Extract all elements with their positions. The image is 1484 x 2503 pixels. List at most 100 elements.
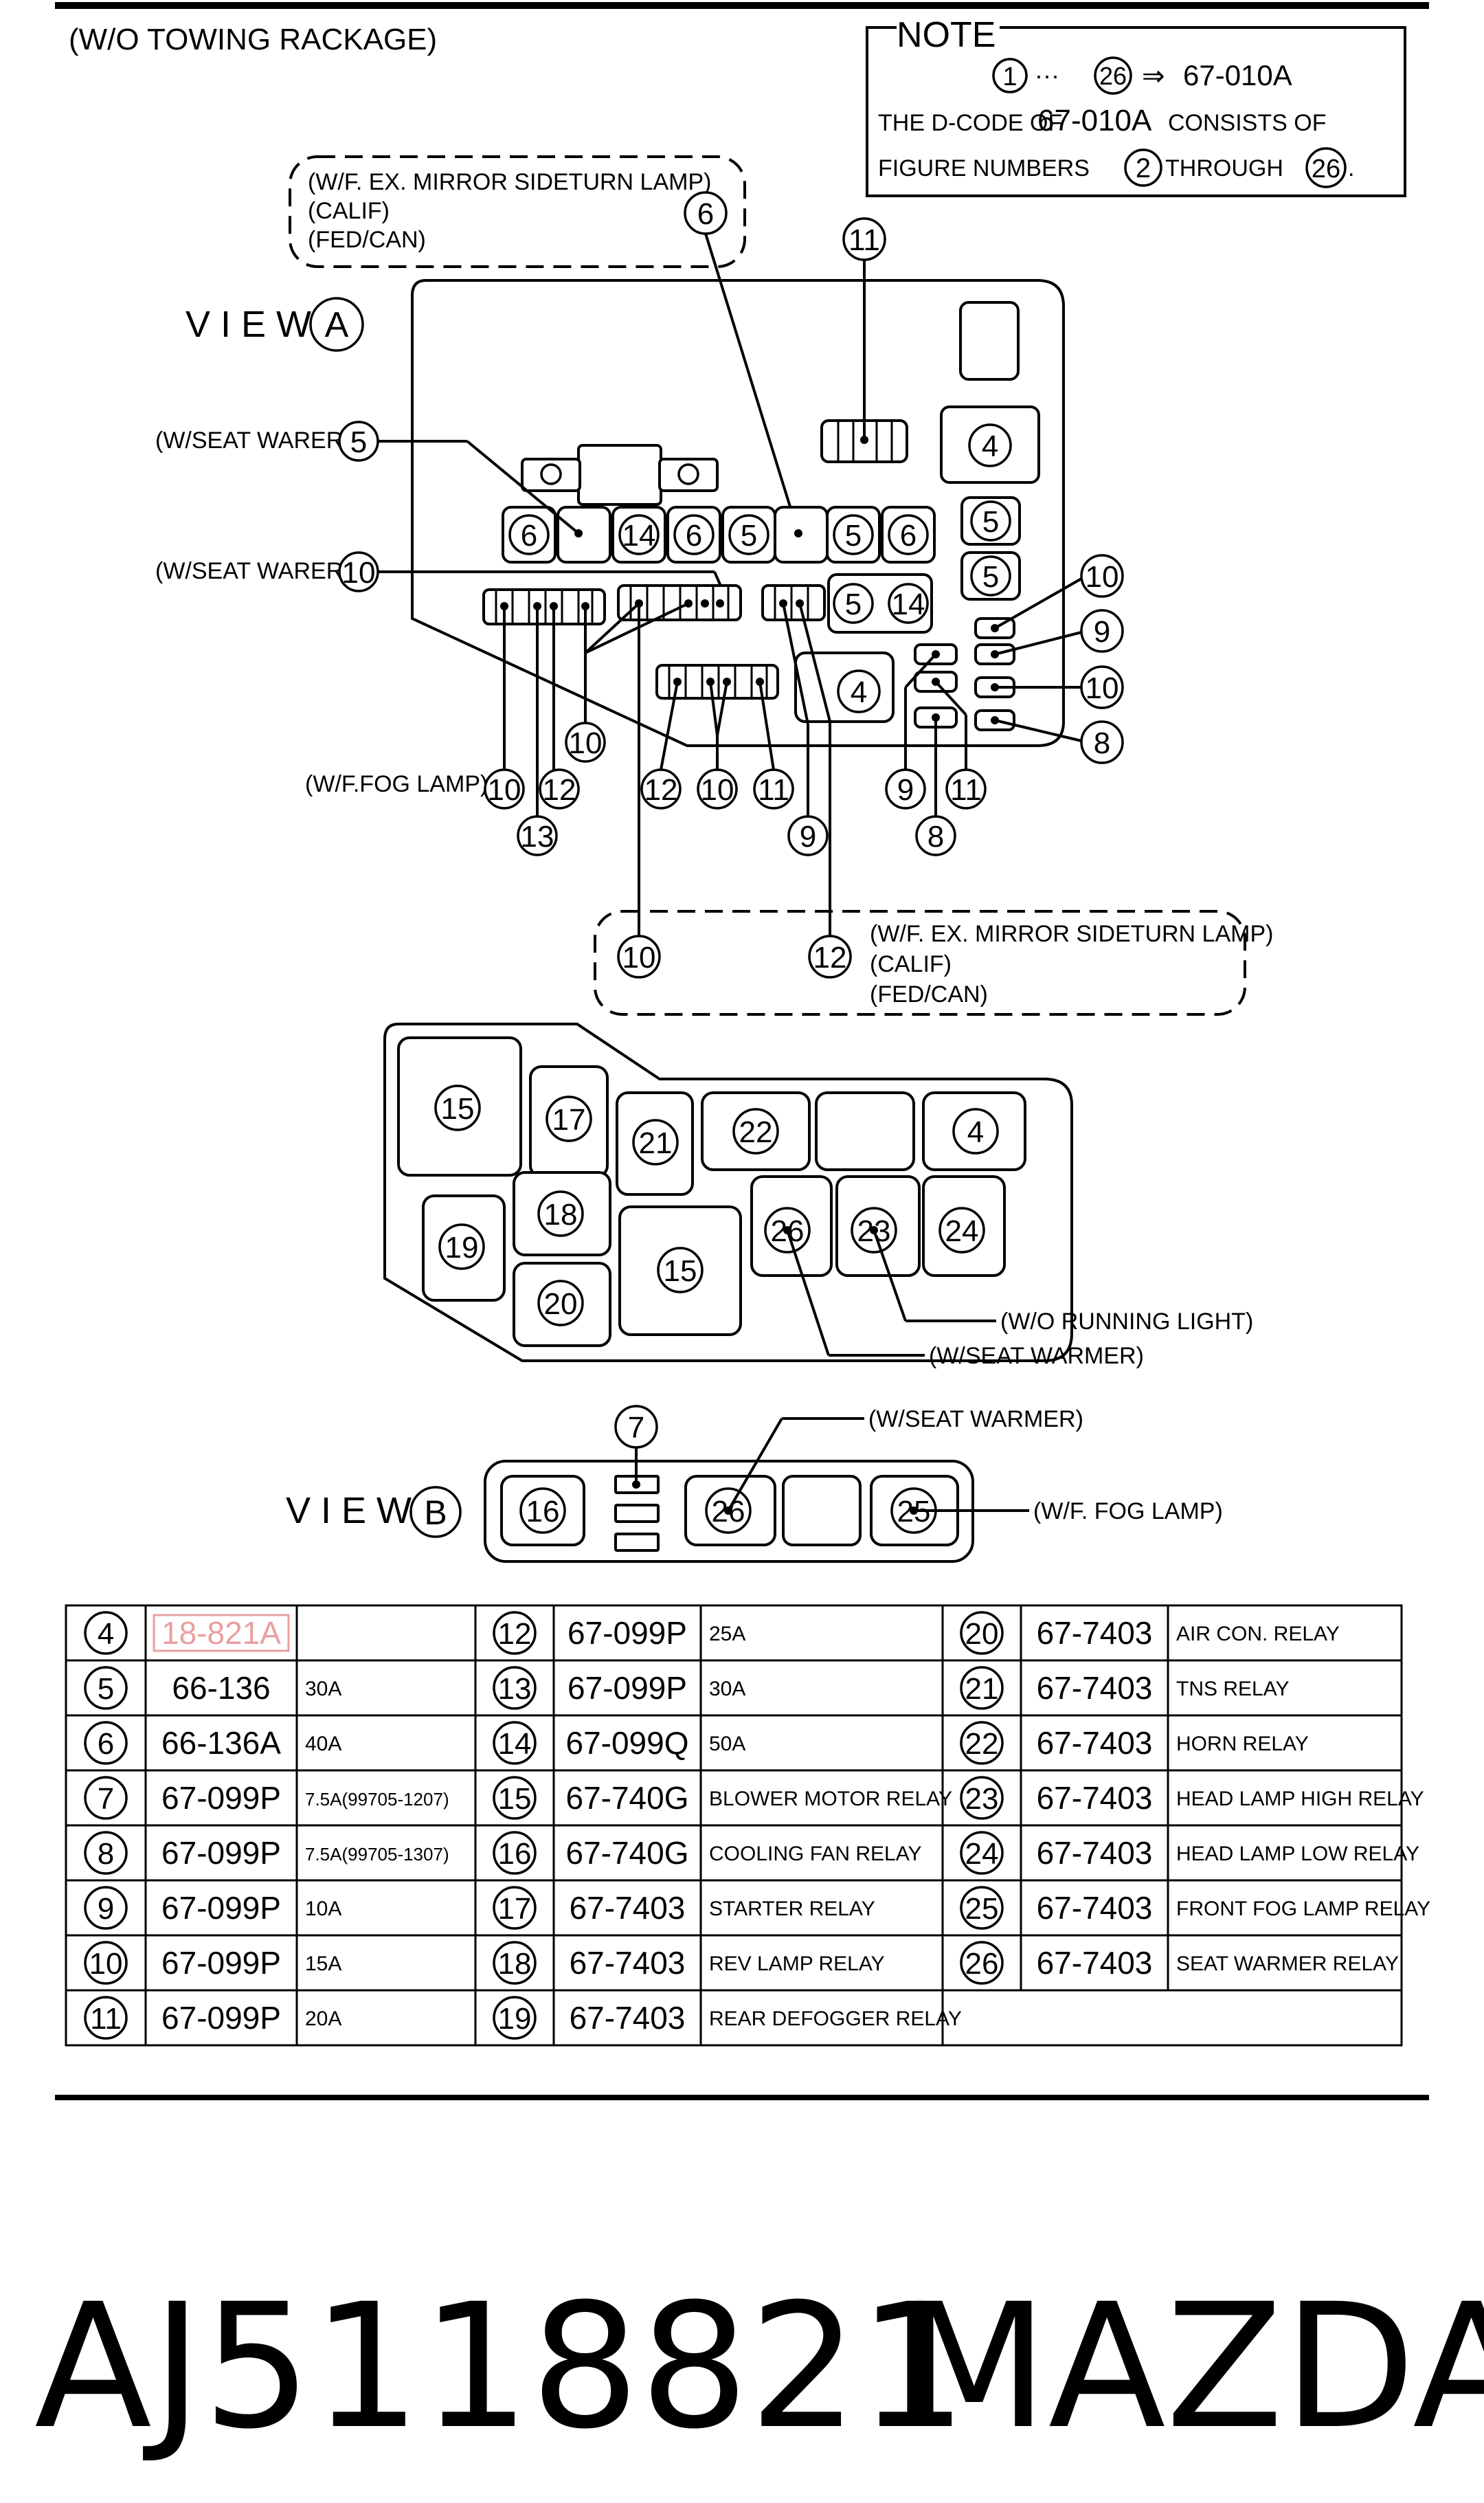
table-part-code: 67-7403 — [1037, 1670, 1153, 1706]
table-num: 22 — [965, 1727, 999, 1761]
svg-text:CONSISTS OF: CONSISTS OF — [1168, 110, 1326, 136]
relay-box: 15 17 21 22 4 19 18 15 26 23 24 20 (W/O … — [383, 1023, 1253, 1369]
table-desc: BLOWER MOTOR RELAY — [709, 1788, 952, 1810]
table-num: 4 — [98, 1617, 114, 1651]
svg-text:THE D-CODE OF: THE D-CODE OF — [878, 110, 1062, 136]
footer-part-number: AJ5118821 — [34, 2267, 967, 2467]
table-num-circle — [84, 1666, 128, 1710]
lower-12: 12 — [808, 935, 852, 979]
svg-text:(FED/CAN): (FED/CAN) — [870, 981, 988, 1008]
view-a-letter: A — [309, 297, 364, 352]
relay-24: 24 — [938, 1207, 985, 1254]
highlight-box — [153, 1614, 290, 1652]
svg-text:5: 5 — [845, 519, 862, 553]
table-num: 9 — [98, 1892, 114, 1926]
table-part-code: 67-099P — [161, 1890, 281, 1926]
svg-text:12: 12 — [813, 941, 847, 975]
table-desc: HORN RELAY — [1176, 1733, 1309, 1755]
svg-text:···: ··· — [1035, 61, 1059, 89]
svg-text:10: 10 — [622, 941, 656, 975]
bottom-a-13: 13 — [517, 815, 558, 856]
table-num: 10 — [89, 1947, 123, 1981]
fuse-stack-mid — [914, 643, 958, 728]
svg-text:20: 20 — [544, 1287, 578, 1321]
relay-20: 20 — [537, 1280, 584, 1326]
view-b-7: 7 — [614, 1405, 658, 1449]
svg-text:9: 9 — [897, 773, 914, 807]
table-num: 8 — [98, 1837, 114, 1871]
table-part-code: 67-7403 — [1037, 1945, 1153, 1981]
table-num: 21 — [965, 1672, 999, 1706]
table-num: 6 — [98, 1727, 114, 1761]
num-11-top: 11 — [842, 217, 886, 261]
num-4-mid: 4 — [837, 669, 881, 713]
svg-text:10: 10 — [569, 726, 603, 760]
svg-text:6: 6 — [900, 519, 917, 553]
row1-6a: 6 — [508, 514, 550, 555]
table-part-code: 67-099P — [161, 1945, 281, 1981]
svg-text:(W/F.FOG LAMP): (W/F.FOG LAMP) — [305, 771, 488, 797]
svg-text:14: 14 — [622, 519, 656, 553]
relay-22: 22 — [732, 1108, 779, 1155]
lower-10: 10 — [617, 935, 661, 979]
table-num-circle — [960, 1831, 1004, 1875]
row1-5b: 5 — [833, 514, 874, 555]
table-desc: 20A — [305, 2007, 341, 2030]
table-part-code: 67-099P — [567, 1615, 687, 1651]
svg-text:10: 10 — [1086, 671, 1119, 705]
table-desc: HEAD LAMP LOW RELAY — [1176, 1843, 1419, 1865]
bottom-c-9: 9 — [885, 768, 926, 810]
table-part-code: 67-7403 — [1037, 1615, 1153, 1651]
fuse-strip-c — [761, 584, 826, 621]
note-circle-1: 1 — [992, 58, 1028, 93]
table-num: 25 — [965, 1892, 999, 1926]
table-num: 15 — [498, 1782, 532, 1816]
bottom-a-10b: 10 — [565, 722, 606, 763]
table-num-circle — [84, 1831, 128, 1875]
table-part-code: 67-099P — [161, 2000, 281, 2036]
svg-text:5: 5 — [982, 560, 999, 594]
row1-6c: 6 — [888, 514, 929, 555]
svg-text:11: 11 — [758, 773, 789, 807]
table-num-circle — [84, 1776, 128, 1820]
svg-text:67-010A: 67-010A — [1183, 59, 1292, 91]
table-part-code: 66-136 — [172, 1670, 270, 1706]
table-desc: COOLING FAN RELAY — [709, 1843, 922, 1865]
table-num-circle — [84, 1886, 128, 1930]
table-num: 24 — [965, 1837, 999, 1871]
svg-text:10: 10 — [701, 773, 734, 807]
svg-text:.: . — [1348, 155, 1354, 181]
table-desc: 40A — [305, 1733, 341, 1755]
table-cell-group: 21 67-7403 TNS RELAY — [941, 1659, 1403, 1717]
svg-text:6: 6 — [686, 519, 702, 553]
view-a: (W/F. EX. MIRROR SIDETURN LAMP) (CALIF) … — [155, 155, 1273, 1016]
fuse-strip-a — [482, 588, 606, 625]
table-desc: 15A — [305, 1953, 341, 1975]
table-part-code: 67-7403 — [1037, 1725, 1153, 1761]
table-num-circle — [960, 1611, 1004, 1655]
svg-text:26: 26 — [1312, 155, 1340, 183]
table-desc: 10A — [305, 1898, 341, 1920]
table-desc: 50A — [709, 1733, 745, 1755]
table-num-circle — [960, 1886, 1004, 1930]
svg-text:24: 24 — [945, 1214, 979, 1248]
table-desc: TNS RELAY — [1176, 1678, 1290, 1700]
table-num: 19 — [498, 2002, 532, 2036]
svg-text:6: 6 — [521, 519, 537, 553]
note-circle-2: 2 — [1124, 148, 1162, 187]
table-num-circle — [84, 1941, 128, 1985]
table-part-code: 66-136A — [161, 1725, 281, 1761]
table-cell-group: 9 67-099P 10A — [65, 1879, 477, 1937]
relay-19: 19 — [438, 1223, 485, 1270]
table-num-circle — [493, 1611, 537, 1655]
bottom-a-12: 12 — [539, 768, 580, 810]
table-part-code: 67-7403 — [570, 1945, 686, 1981]
table-part-code: 67-099P — [567, 1670, 687, 1706]
num-6-top: 6 — [684, 191, 728, 235]
